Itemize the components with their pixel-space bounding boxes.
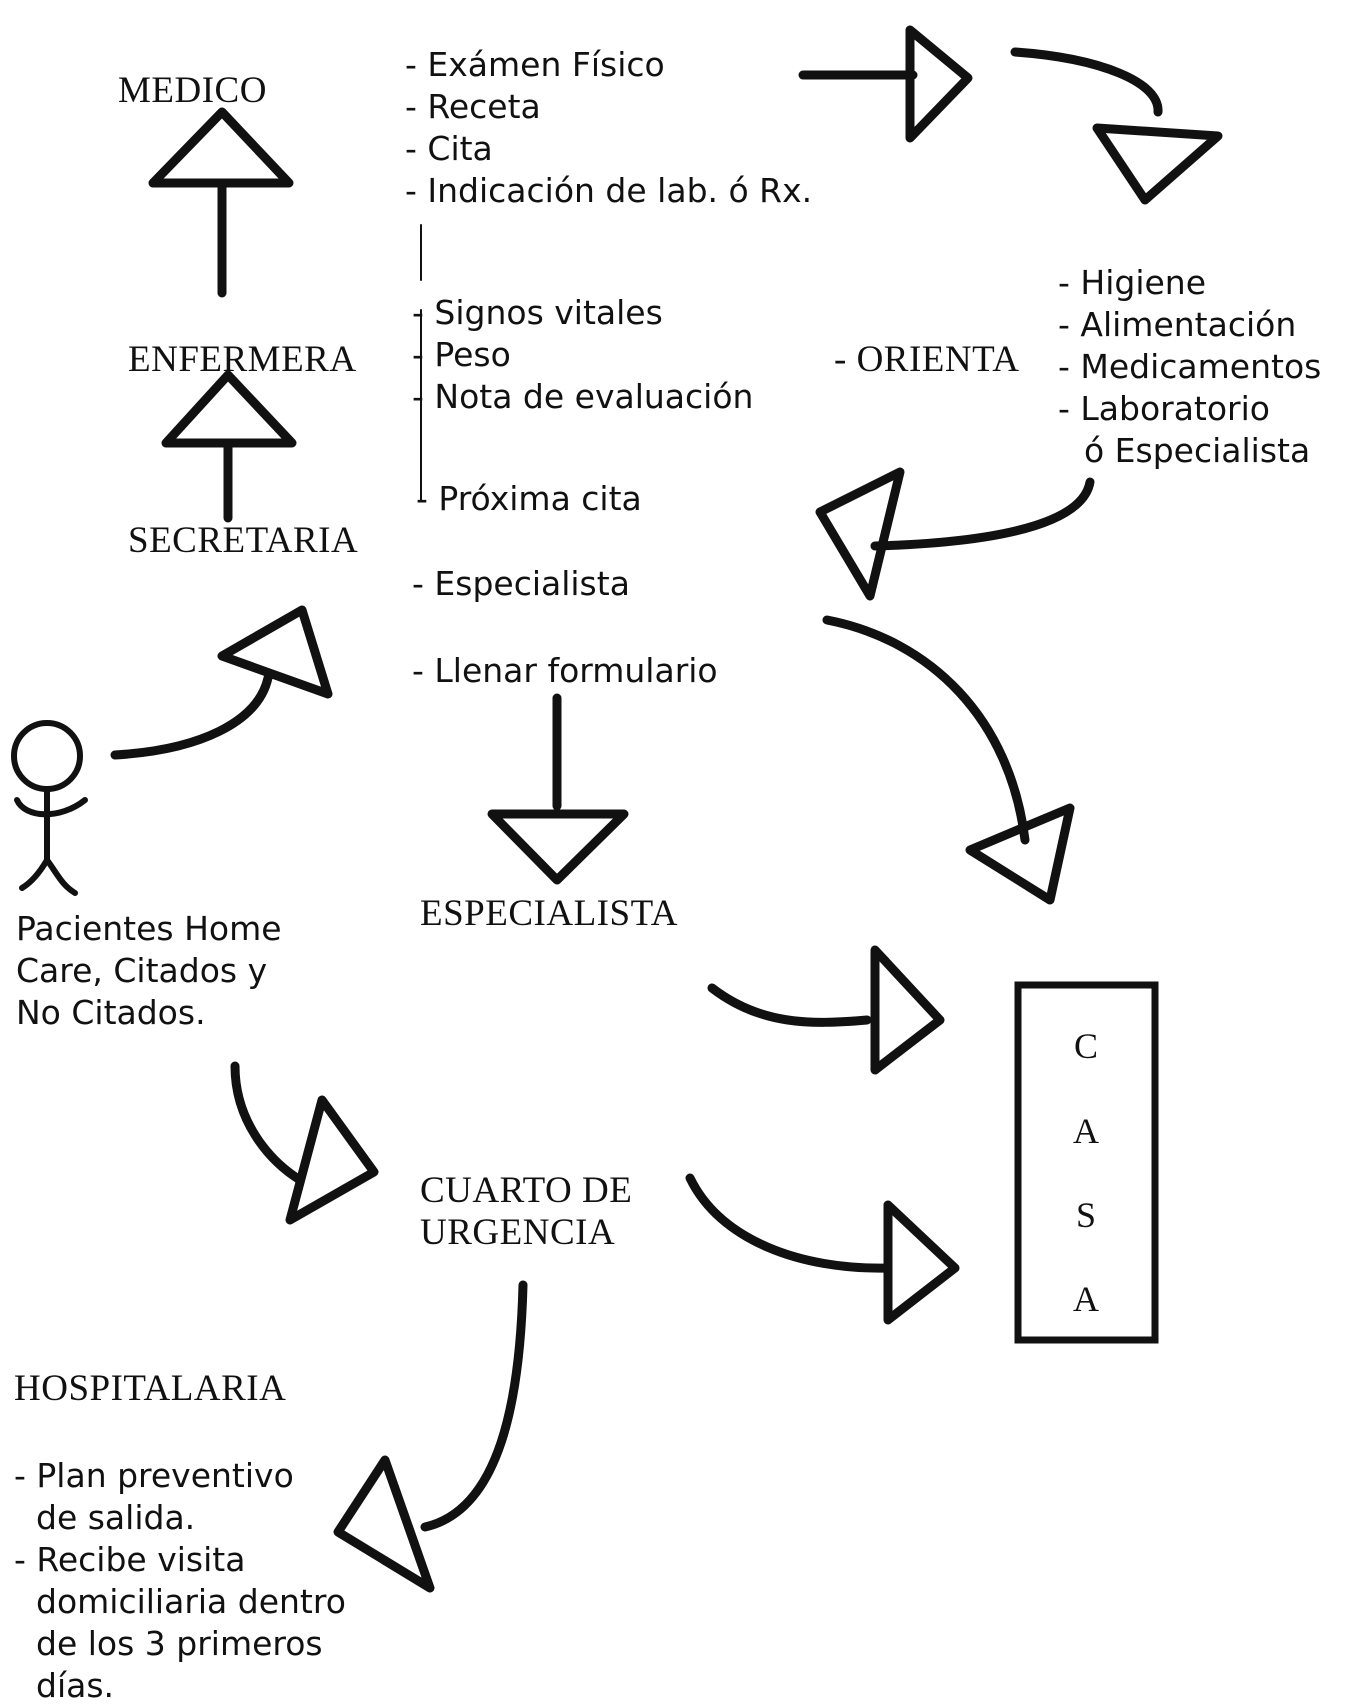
orienta-item-list: - Higiene - Alimentación - Medicamentos … bbox=[1058, 262, 1321, 472]
list-item: días. bbox=[36, 1666, 115, 1705]
casa-letter: C bbox=[1073, 1026, 1098, 1066]
arrow-down-to-especialista bbox=[487, 693, 629, 885]
arrow-patient-to-urgencia bbox=[230, 1061, 379, 1225]
arrow-medico-tasks-right bbox=[798, 25, 973, 143]
arrow-to-lower-right bbox=[822, 615, 1075, 905]
node-cuarto-urgencia-line1: CUARTO DE bbox=[420, 1170, 633, 1211]
list-item: - Peso bbox=[412, 335, 511, 374]
list-item: Care, Citados y bbox=[16, 951, 268, 990]
list-item: - Alimentación bbox=[1058, 305, 1297, 344]
list-item: Pacientes Home bbox=[16, 909, 282, 948]
list-item: - Cita bbox=[405, 129, 493, 168]
arrow-orienta-to-left bbox=[815, 467, 1095, 601]
list-item: No Citados. bbox=[16, 993, 206, 1032]
hospitalaria-item-list: - Plan preventivo de salida. - Recibe vi… bbox=[14, 1455, 346, 1707]
arrow-patient-to-secretaria bbox=[110, 605, 333, 760]
node-cuarto-urgencia-line2: URGENCIA bbox=[420, 1212, 616, 1253]
secretaria-task-especialista: - Especialista bbox=[412, 564, 630, 603]
list-item: - Signos vitales bbox=[412, 293, 663, 332]
list-item: - Higiene bbox=[1058, 263, 1207, 302]
enfermera-task-list: - Signos vitales - Peso - Nota de evalua… bbox=[412, 292, 753, 418]
arrow-urgencia-to-hospitalaria bbox=[333, 1280, 528, 1593]
list-item: ó Especialista bbox=[1084, 431, 1311, 470]
node-hospitalaria: HOSPITALARIA bbox=[14, 1368, 287, 1409]
arrow-especialista-to-casa bbox=[707, 945, 945, 1075]
casa-letter: A bbox=[1073, 1279, 1099, 1319]
patients-label: Pacientes Home Care, Citados y No Citado… bbox=[16, 908, 282, 1034]
list-item: - Nota de evaluación bbox=[412, 377, 754, 416]
secretaria-task-proxima-cita: - Próxima cita bbox=[416, 479, 642, 518]
list-item: - Plan preventivo bbox=[14, 1456, 294, 1495]
list-item: - Exámen Físico bbox=[405, 45, 665, 84]
list-item: - Medicamentos bbox=[1058, 347, 1322, 386]
arrow-curve-to-orienta bbox=[1010, 47, 1223, 205]
list-item: - Receta bbox=[405, 87, 541, 126]
node-enfermera: ENFERMERA bbox=[128, 339, 357, 380]
list-item: domiciliaria dentro bbox=[36, 1582, 346, 1621]
arrow-secretaria-to-enfermera bbox=[161, 370, 297, 523]
casa-letter: A bbox=[1073, 1111, 1099, 1151]
node-especialista: ESPECIALISTA bbox=[420, 893, 678, 934]
secretaria-task-llenar-formulario: - Llenar formulario bbox=[412, 651, 718, 690]
arrow-urgencia-to-casa bbox=[685, 1173, 960, 1325]
list-item: - Recibe visita bbox=[14, 1540, 246, 1579]
list-item: de salida. bbox=[36, 1498, 196, 1537]
list-item: - Laboratorio bbox=[1058, 389, 1270, 428]
node-medico: MEDICO bbox=[118, 70, 267, 111]
arrow-enfermera-to-medico bbox=[148, 107, 294, 298]
list-item: de los 3 primeros bbox=[36, 1624, 323, 1663]
node-secretaria: SECRETARIA bbox=[128, 520, 359, 561]
casa-letter: S bbox=[1075, 1195, 1097, 1235]
medico-task-list: - Exámen Físico - Receta - Cita - Indica… bbox=[405, 44, 812, 212]
patient-figure bbox=[11, 720, 88, 896]
node-orienta: - ORIENTA bbox=[834, 339, 1020, 380]
list-item: - Indicación de lab. ó Rx. bbox=[405, 171, 813, 210]
